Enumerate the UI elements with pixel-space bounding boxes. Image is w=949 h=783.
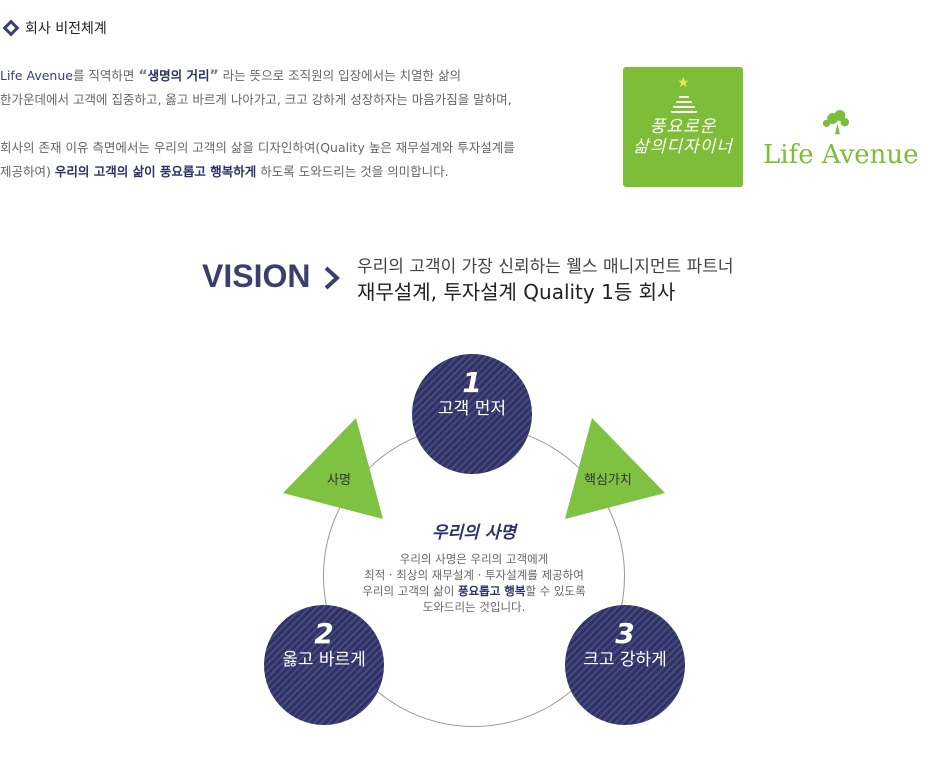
- logo-script-line-1: 풍요로운: [649, 117, 717, 137]
- mission-line: 우리의 사명은 우리의 고객에게: [399, 552, 549, 566]
- life-designer-logo: ★ 풍요로운 삶의디자이너: [623, 67, 743, 187]
- mission-line: 우리의 고객의 삶이 풍요롭고 행복할 수 있도록: [334, 583, 614, 599]
- mission-highlight: 풍요롭고 행복: [457, 584, 526, 598]
- intro-text: 제공하여): [0, 164, 55, 179]
- vision-subtitle: 우리의 고객이 가장 신뢰하는 웰스 매니지먼트 파트너: [357, 257, 734, 277]
- close-quote: ”: [209, 68, 219, 84]
- mission-title: 우리의 사명: [431, 523, 517, 543]
- value-circle-2: 2 옳고 바르게: [264, 605, 384, 725]
- tree-lines-icon: [671, 93, 697, 116]
- mission-text: 할 수 있도록: [525, 584, 586, 598]
- intro-text: 를 직역하면: [72, 68, 139, 83]
- core-values-triangle: [565, 418, 665, 519]
- intro-brand-name: Life Avenue: [0, 68, 73, 83]
- intro-text: 라는 뜻으로 조직원의 입장에서는 치열한 삶의: [218, 68, 462, 83]
- intro-line-1: Life Avenue를 직역하면 “생명의 거리” 라는 뜻으로 조직원의 입…: [0, 66, 461, 86]
- mission-body: 우리의 사명은 우리의 고객에게 최적 · 최상의 재무설계 · 투자설계를 제…: [334, 551, 614, 615]
- value-number: 2: [314, 617, 334, 650]
- value-number: 3: [615, 617, 635, 650]
- mission-line: 최적 · 최상의 재무설계 · 투자설계를 제공하여: [364, 568, 584, 582]
- mission-line: 도와드리는 것입니다.: [422, 600, 526, 614]
- value-circle-3: 3 크고 강하게: [565, 605, 685, 725]
- triangle-label-core-values: 핵심가치: [584, 473, 632, 488]
- section-title: 회사 비전체계: [25, 21, 107, 37]
- logo-script-line-2: 삶의디자이너: [633, 137, 733, 157]
- intro-highlight: 우리의 고객의 삶이 풍요롭고 행복하게: [54, 164, 257, 179]
- life-avenue-logo-text: Life Avenue: [763, 140, 919, 170]
- section-header: 회사 비전체계: [0, 18, 107, 38]
- value-number: 1: [462, 366, 482, 399]
- tree-icon: [822, 110, 849, 135]
- value-label: 고객 먼저: [438, 399, 506, 419]
- logo-script: 풍요로운 삶의디자이너: [623, 117, 743, 157]
- intro-line-3: 회사의 존재 이유 측면에서는 우리의 고객의 삶을 디자인하여(Quality…: [0, 140, 515, 155]
- mission-text: 우리의 고객의 삶이: [362, 584, 458, 598]
- chevron-right-icon: [324, 266, 340, 290]
- star-icon: ★: [677, 75, 690, 91]
- value-circle-1: 1 고객 먼저: [412, 354, 532, 474]
- diamond-icon: [2, 19, 20, 37]
- mission-triangle: [283, 418, 383, 519]
- vision-statement: 재무설계, 투자설계 Quality 1등 회사: [357, 280, 676, 304]
- open-quote: “: [138, 68, 148, 84]
- intro-line-4: 제공하여) 우리의 고객의 삶이 풍요롭고 행복하게 하도록 도와드리는 것을 …: [0, 162, 449, 182]
- value-label: 옳고 바르게: [282, 650, 366, 670]
- intro-highlight: 생명의 거리: [147, 68, 210, 83]
- intro-line-2: 한가운데에서 고객에 집중하고, 옳고 바르게 나아가고, 크고 강하게 성장하…: [0, 92, 512, 107]
- triangle-label-mission: 사명: [327, 473, 351, 488]
- vision-heading: VISION: [202, 258, 311, 294]
- intro-text: 하도록 도와드리는 것을 의미합니다.: [256, 164, 449, 179]
- value-label: 크고 강하게: [583, 650, 667, 670]
